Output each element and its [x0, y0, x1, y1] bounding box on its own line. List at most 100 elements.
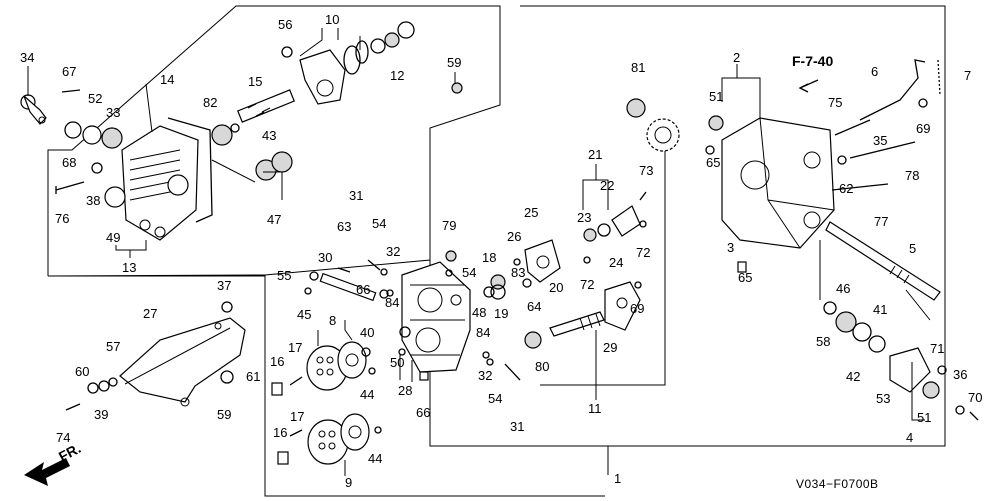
part-53-shape	[889, 347, 931, 393]
part-label-42: 42	[846, 369, 860, 384]
part-label-16b: 16	[273, 425, 287, 440]
part-label-82: 82	[203, 95, 217, 110]
part-label-49: 49	[106, 230, 120, 245]
part-label-20: 20	[549, 280, 563, 295]
part-72-shape-left	[583, 256, 591, 264]
part-23-shape	[583, 228, 597, 242]
part-64-shape	[522, 278, 532, 288]
part-63-shape	[337, 267, 351, 273]
part-label-59b: 59	[217, 407, 231, 422]
part-label-61: 61	[246, 369, 260, 384]
part-label-65b: 65	[738, 270, 752, 285]
part-42-shape	[852, 322, 872, 342]
part-label-27: 27	[143, 306, 157, 321]
part-label-72a: 72	[580, 277, 594, 292]
part-7-shape	[937, 59, 941, 96]
part-label-72b: 72	[636, 245, 650, 260]
part-22-shape	[597, 223, 611, 237]
part-51-shape-bottom	[922, 381, 940, 399]
part-label-53: 53	[876, 391, 890, 406]
part-49-shape	[104, 186, 126, 208]
part-label-17a: 17	[288, 340, 302, 355]
part-60-shape	[87, 382, 99, 394]
part-label-14: 14	[160, 72, 174, 87]
part-29-shape	[604, 281, 641, 331]
part-label-47: 47	[267, 212, 281, 227]
part-label-38: 38	[86, 193, 100, 208]
part-48-shape	[483, 286, 495, 298]
part-label-31b: 31	[510, 419, 524, 434]
part-label-9: 9	[345, 475, 352, 490]
part-31-shape-bottom	[504, 363, 521, 381]
part-32-shape-bottom	[486, 358, 494, 366]
part-82-shape	[211, 124, 233, 146]
part-28-shape	[398, 348, 406, 356]
part-label-37: 37	[217, 278, 231, 293]
part-label-64: 64	[527, 299, 541, 314]
part-24-shape	[611, 205, 641, 237]
part-2-case-shape	[721, 117, 835, 249]
part-72-shape-right	[639, 220, 647, 228]
part-label-65a: 65	[706, 155, 720, 170]
part-51-shape-top	[708, 115, 724, 131]
gasket-shape	[167, 117, 213, 223]
part-71-shape	[937, 365, 947, 375]
part-76-shape	[55, 181, 85, 194]
part-label-35: 35	[873, 133, 887, 148]
part-label-51b: 51	[917, 410, 931, 425]
part-69-shape-top	[918, 98, 928, 108]
part-label-71: 71	[930, 341, 944, 356]
part-label-36: 36	[953, 367, 967, 382]
part-43-shape	[230, 123, 240, 133]
part-61-shape	[220, 370, 234, 384]
part-66-shape-top	[379, 289, 389, 299]
part-label-62: 62	[839, 181, 853, 196]
part-label-33: 33	[106, 105, 120, 120]
part-40-shape	[361, 347, 371, 357]
part-20-shape	[524, 239, 561, 283]
part-57-shape	[108, 377, 118, 387]
part-66-shape-bottom	[419, 371, 429, 381]
part-84-shape-top	[386, 289, 394, 297]
part-30-shaft-shape	[319, 272, 377, 302]
part-label-54c: 54	[488, 391, 502, 406]
part-11-shaft-shape	[549, 311, 605, 337]
part-52-shape	[82, 125, 102, 145]
part-label-16a: 16	[270, 354, 284, 369]
part-34-shape	[20, 94, 47, 125]
part-label-4: 4	[906, 430, 913, 445]
part-shapes	[20, 21, 979, 486]
part-59-shape-top	[451, 82, 463, 94]
group-outlines	[47, 5, 946, 497]
part-69-shape-mid	[634, 281, 642, 289]
part-label-58: 58	[816, 334, 830, 349]
part-78-shape	[849, 141, 916, 159]
part-41-shape	[868, 335, 886, 353]
part-label-8: 8	[329, 313, 336, 328]
part-8-pump-shape	[306, 341, 367, 391]
part-label-60: 60	[75, 364, 89, 379]
part-labels: 1 2 3 4 5 6 7 8 9 10 11 12 13 14 15 16 1…	[20, 12, 982, 490]
part-73-shape	[639, 191, 647, 201]
part-5-shaft-shape	[825, 221, 941, 301]
part-27-bracket-shape	[119, 317, 246, 407]
part-label-66a: 66	[356, 282, 370, 297]
part-45-shape	[304, 287, 312, 295]
part-label-78: 78	[905, 168, 919, 183]
part-26-shape	[513, 258, 521, 266]
part-label-26: 26	[507, 229, 521, 244]
part-label-44b: 44	[368, 451, 382, 466]
part-33-shape	[101, 127, 123, 149]
part-label-13: 13	[122, 260, 136, 275]
part-17-shape-bottom	[289, 429, 303, 437]
part-50-shape	[399, 326, 411, 338]
part-label-70: 70	[968, 390, 982, 405]
part-label-11: 11	[588, 401, 602, 416]
part-label-40: 40	[360, 325, 374, 340]
part-label-6: 6	[871, 64, 878, 79]
diagram-code: V034−F0700B	[796, 477, 879, 491]
part-label-24: 24	[609, 255, 623, 270]
part-label-22: 22	[600, 178, 614, 193]
part-38-shape	[91, 162, 103, 174]
